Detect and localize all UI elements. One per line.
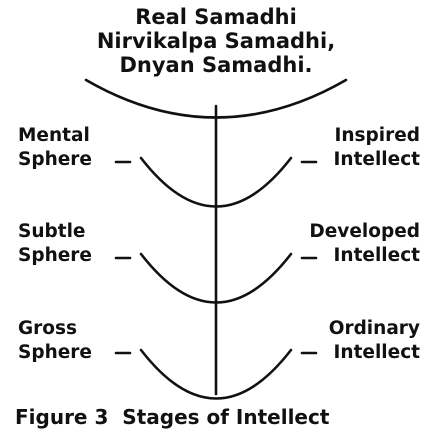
top-label-line-3: Dnyan Samadhi. <box>119 53 312 77</box>
left-label-3-line-2: Sphere <box>18 342 92 363</box>
right-label-2-line-1: Developed <box>309 221 420 242</box>
cup-level-2 <box>139 252 293 304</box>
right-label-1-line-2: Intellect <box>334 149 421 170</box>
top-label-line-1: Real Samadhi <box>135 5 297 29</box>
figure-caption: Figure 3 Stages of Intellect <box>15 405 330 429</box>
cup-level-1 <box>139 156 293 208</box>
left-label-3-line-1: Gross <box>18 318 77 339</box>
right-label-3-line-1: Ordinary <box>329 318 420 339</box>
top-label-line-2: Nirvikalpa Samadhi, <box>97 29 335 53</box>
right-label-3-line-2: Intellect <box>334 342 421 363</box>
left-label-1-line-2: Sphere <box>18 149 92 170</box>
cup-level-3 <box>139 348 293 400</box>
left-label-2-line-1: Subtle <box>18 221 85 242</box>
right-label-2-line-2: Intellect <box>334 245 421 266</box>
right-label-1-line-1: Inspired <box>334 125 420 146</box>
left-label-2-line-2: Sphere <box>18 245 92 266</box>
left-label-1-line-1: Mental <box>18 125 90 146</box>
